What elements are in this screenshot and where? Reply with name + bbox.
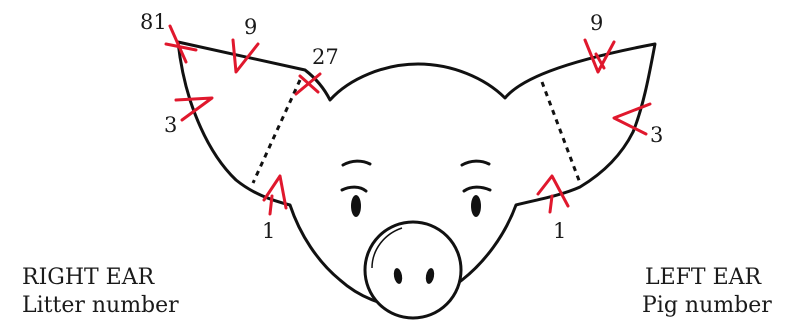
right-ear-subtitle: Litter number xyxy=(22,293,179,318)
right-eyebrow xyxy=(343,161,370,165)
notch-labels: 81 9 27 3 1 9 3 1 xyxy=(140,10,663,243)
right-ear-title: RIGHT EAR xyxy=(22,265,156,290)
right-ear-fold-line xyxy=(253,80,300,183)
left-ear-fold-line xyxy=(542,82,580,183)
pig-eyes xyxy=(342,161,490,191)
pig-eye-pupils xyxy=(351,195,481,217)
left-eyebrow xyxy=(462,161,489,165)
notch-mark-left-outer xyxy=(614,104,650,134)
ear-fold-lines xyxy=(253,80,580,183)
pig-snout xyxy=(365,222,461,318)
notch-label-right-tip: 81 xyxy=(140,10,167,34)
snout-outer xyxy=(365,222,461,318)
right-eye-pupil xyxy=(351,195,361,217)
left-eye-pupil xyxy=(471,195,481,217)
notch-label-right-base: 1 xyxy=(262,219,275,243)
left-ear-title: LEFT EAR xyxy=(645,265,763,290)
notch-label-right-outer: 3 xyxy=(164,113,177,137)
right-eye-lid xyxy=(342,187,366,191)
left-ear-subtitle: Pig number xyxy=(642,293,772,318)
notch-label-right-top: 9 xyxy=(244,15,257,39)
left-eye-lid xyxy=(464,187,490,191)
notch-label-left-outer: 3 xyxy=(650,123,663,147)
notch-label-left-base: 1 xyxy=(553,219,566,243)
notch-label-left-top: 9 xyxy=(590,11,603,35)
notch-mark-right-base xyxy=(264,176,286,214)
notch-label-right-inner-top: 27 xyxy=(312,45,339,69)
